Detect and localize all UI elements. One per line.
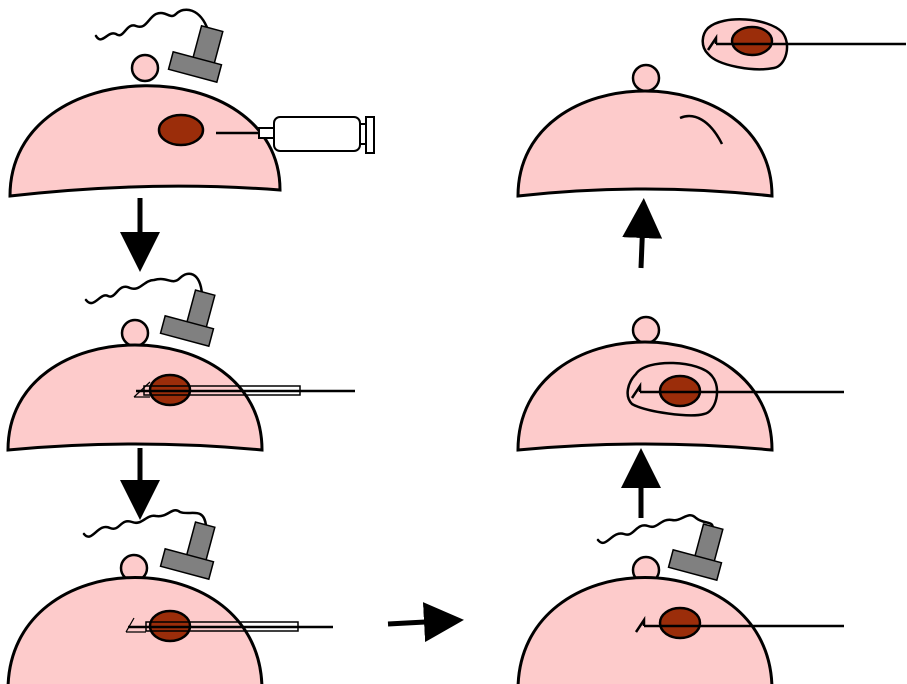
probe-cable [96,10,208,40]
lesion [660,608,700,638]
arrow-step-5-to-6 [641,218,643,268]
step-2-panel [8,274,355,450]
ultrasound-probe [669,524,723,580]
probe-cable [598,515,713,543]
step-3-panel [8,510,333,684]
probe-cable [84,510,206,536]
ultrasound-probe [161,290,215,346]
nipple [633,317,659,343]
breast [518,342,772,450]
step-6-panel [518,19,906,196]
step-1-panel [10,10,374,196]
step-5-panel [518,317,844,450]
step-4-panel [518,515,844,684]
nipple [122,320,148,346]
lesion [159,115,203,145]
probe-cable [86,274,202,303]
breast [518,578,772,684]
breast [518,91,772,196]
lesion [732,27,772,55]
nipple [132,55,158,81]
nipple [633,65,659,91]
ultrasound-probe [169,26,223,82]
arrow-step-3-to-4 [388,621,444,624]
breast [10,86,280,196]
ultrasound-probe [161,522,215,579]
excised-specimen [703,19,906,69]
